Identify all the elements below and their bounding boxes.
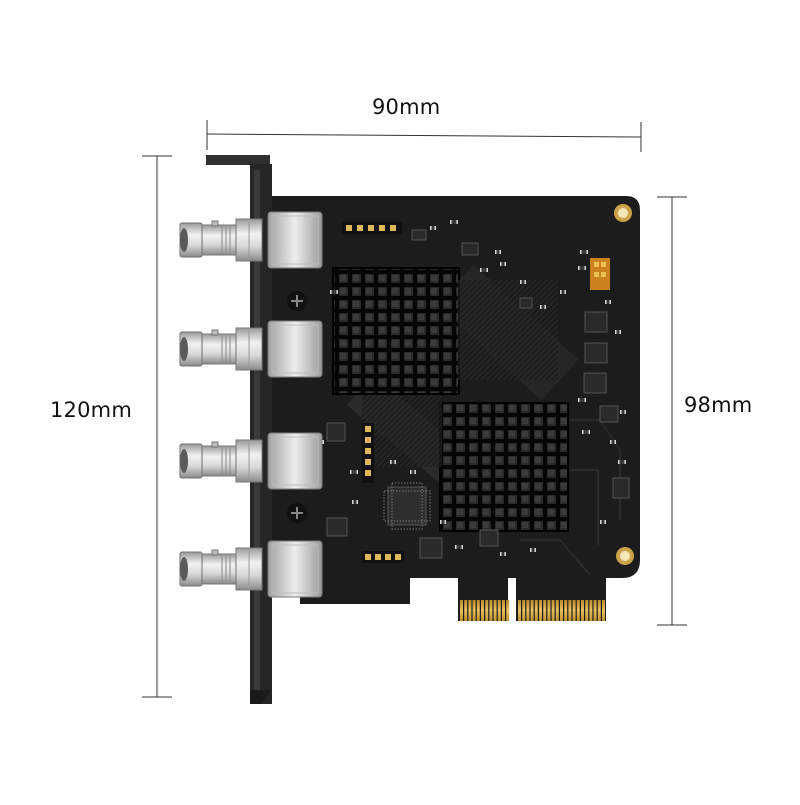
main-chip [383,482,431,530]
bnc-connector [179,432,323,490]
dip-switch [590,258,610,290]
trace-area [362,395,442,467]
pin-header [362,551,404,563]
width-dimension-line [206,120,642,152]
smd-components [300,220,630,559]
height-dimension-line [142,155,172,698]
heatsink-top [332,267,460,395]
bnc-connectors [179,211,323,598]
bnc-connector [179,320,323,378]
screw-icon [287,291,307,311]
bnc-connector [179,540,323,598]
width-dimension-label: 90mm [372,95,441,119]
pcie-gold-fingers [458,597,606,621]
pin-header [342,222,402,234]
pcb-height-dimension-line [657,196,687,626]
pin-header [362,423,374,483]
bnc-connector [179,211,323,269]
height-dimension-label: 120mm [50,398,132,422]
pcb-height-dimension-label: 98mm [684,393,753,417]
screw-icon [287,503,307,523]
trace-area [458,280,558,380]
heatsink-bottom [439,402,569,532]
